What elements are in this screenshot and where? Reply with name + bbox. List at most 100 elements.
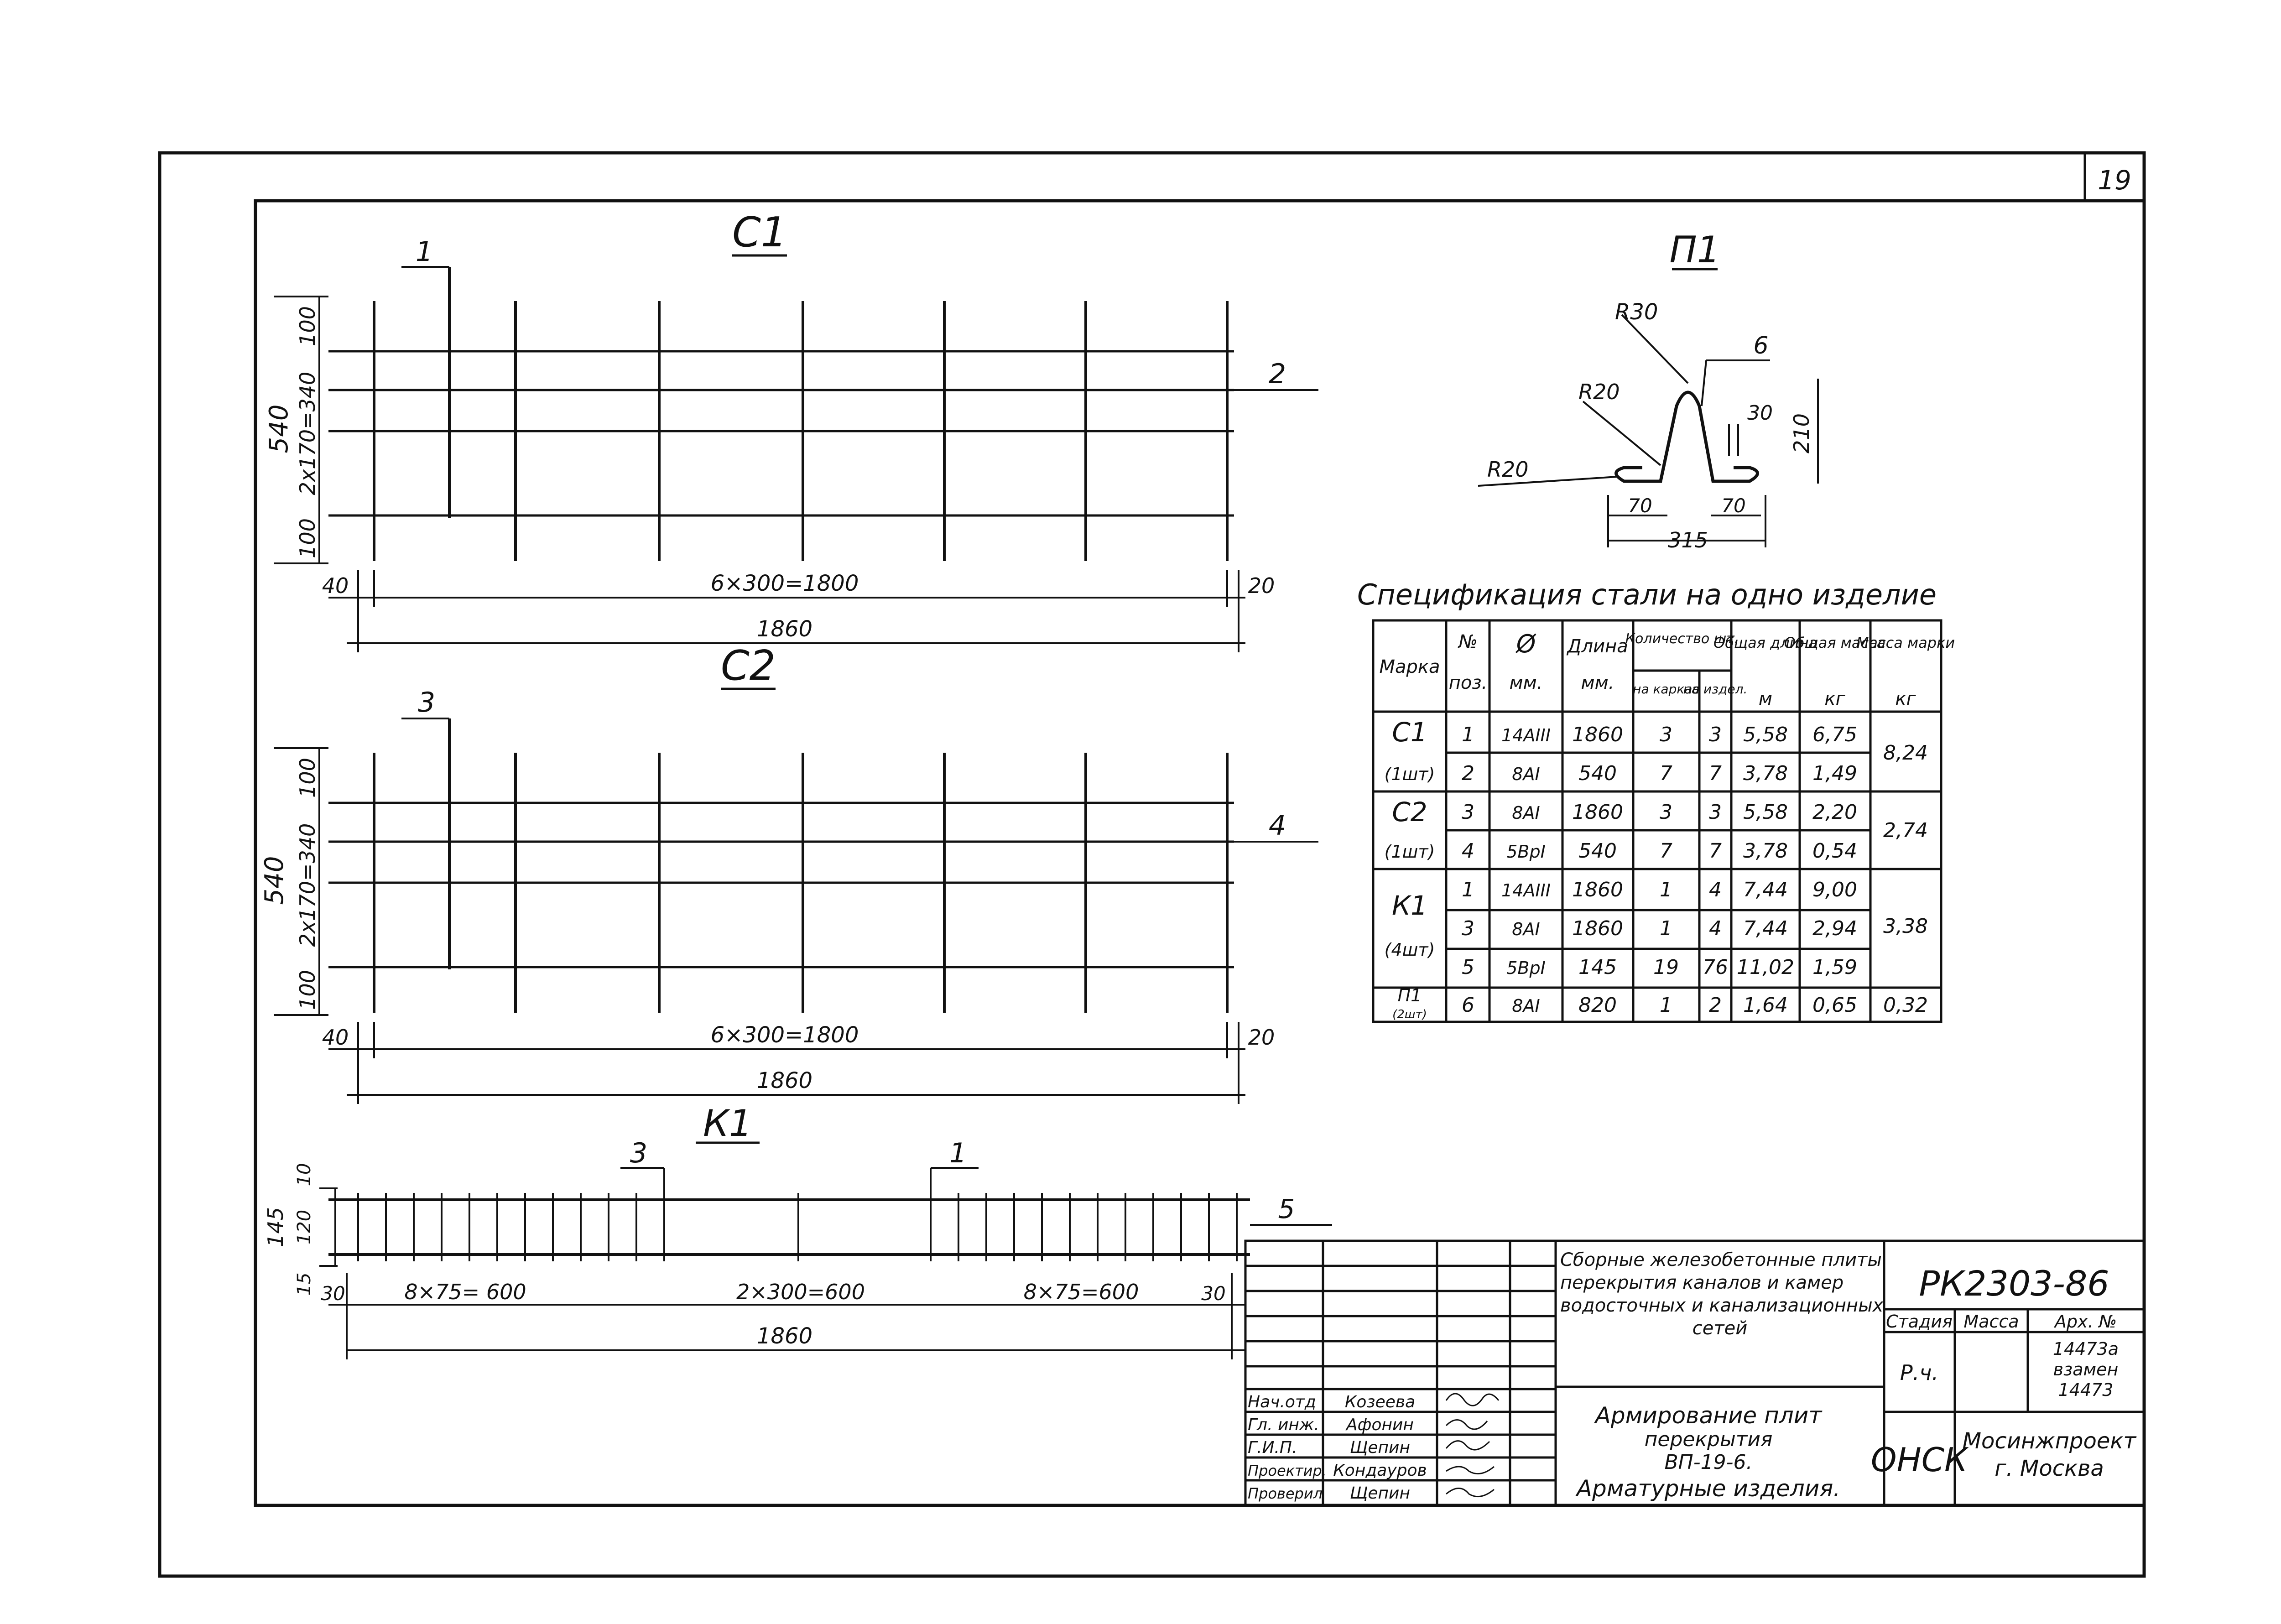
c2-mark: С2	[1392, 796, 1427, 828]
staff-role-1: Гл. инж.	[1248, 1416, 1319, 1434]
k1-r2-tl: 7,44	[1743, 917, 1788, 940]
k1-dim-total-w: 1860	[757, 1323, 812, 1349]
c2-r1-qa: 3	[1660, 801, 1672, 824]
k1-r3-tl: 11,02	[1737, 956, 1794, 979]
k1-r3-tm: 1,59	[1812, 956, 1857, 979]
p1-mass: 0,32	[1883, 994, 1928, 1017]
c1-dim-span: 6×300=1800	[711, 571, 859, 596]
k1-dim-left: 30	[321, 1282, 345, 1305]
k1-r3-len: 145	[1578, 956, 1617, 979]
c2-title: С2	[721, 642, 776, 690]
k1-r1-qa: 1	[1660, 878, 1672, 901]
sheet-title-line-4: Арматурные изделия.	[1575, 1475, 1840, 1502]
c1-r1-len: 1860	[1572, 723, 1623, 746]
sheet-title-line-3: ВП-19-6.	[1665, 1451, 1753, 1474]
doc-code: РК2303-86	[1919, 1263, 2109, 1304]
k1-r3-pos: 5	[1462, 956, 1474, 979]
p1-r1-len: 820	[1578, 994, 1617, 1017]
c1-r1-qb: 3	[1709, 723, 1722, 746]
c2-transverse-bars	[373, 718, 1229, 1013]
c2-r2-qb: 7	[1709, 839, 1722, 863]
frame-k1: К1	[263, 1102, 1332, 1359]
c2-dim-mid: 2х170=340	[295, 823, 320, 947]
c1-dim-mid: 2х170=340	[295, 372, 320, 495]
c2-longitudinal-bars	[328, 802, 1234, 968]
p1-mark: П1	[1398, 985, 1422, 1005]
project-line-4: сетей	[1693, 1318, 1748, 1339]
p1-dim-315: 315	[1668, 528, 1708, 552]
staff-name-0: Козеева	[1345, 1393, 1415, 1411]
p1-r20a: R20	[1578, 380, 1620, 404]
staff-role-4: Проверил	[1248, 1485, 1323, 1502]
k1-r2-tm: 2,94	[1812, 917, 1857, 940]
c1-count: (1шт)	[1385, 764, 1435, 784]
signatures	[1445, 1393, 1500, 1498]
hdr-qty-a: на каркас	[1633, 682, 1699, 697]
k1-dim-right: 30	[1201, 1282, 1225, 1305]
staff-name-1: Афонин	[1345, 1416, 1414, 1434]
k1-dim-seg1: 8×75= 600	[404, 1280, 526, 1304]
staff-role-2: Г.И.П.	[1248, 1438, 1297, 1457]
sheet-number-box	[2083, 151, 2146, 202]
c1-r2-qa: 7	[1660, 762, 1672, 785]
staff-name-2: Щепин	[1350, 1438, 1410, 1457]
c1-dim-right: 20	[1248, 573, 1275, 598]
c1-transverse-bars	[373, 267, 1229, 561]
c2-r2-tl: 3,78	[1743, 839, 1788, 863]
k1-r1-qb: 4	[1709, 878, 1722, 901]
c1-r1-qa: 3	[1660, 723, 1672, 746]
org-line-2: г. Москва	[1995, 1456, 2104, 1481]
hdr-mark: Марка	[1379, 656, 1440, 677]
mass-header: Масса	[1963, 1312, 2019, 1332]
sheet-number: 19	[2098, 165, 2131, 196]
c2-r1-qb: 3	[1709, 801, 1722, 824]
c2-r1-pos: 3	[1462, 801, 1474, 824]
c2-count: (1шт)	[1385, 842, 1435, 862]
hdr-mm1: Масса марки	[1856, 634, 1955, 651]
k1-dim-total-h: 145	[263, 1207, 288, 1247]
k1-r1-tm: 9,00	[1812, 878, 1857, 901]
hdr-len2: мм.	[1581, 672, 1614, 693]
hdr-pos1: №	[1458, 631, 1478, 652]
c1-r2-len: 540	[1578, 762, 1617, 785]
c2-pos-top: 3	[418, 687, 435, 718]
k1-dim-seg2: 2×300=600	[736, 1280, 865, 1304]
c2-r1-len: 1860	[1572, 801, 1623, 824]
p1-r30: R30	[1615, 299, 1658, 325]
staff-name-4: Щепин	[1350, 1484, 1410, 1503]
c1-mass: 8,24	[1883, 741, 1928, 765]
p1-dim-70a: 70	[1628, 494, 1652, 517]
k1-pos-side: 5	[1278, 1193, 1295, 1224]
c1-dim-bottom: 100	[295, 518, 320, 558]
c1-r1-tl: 5,58	[1743, 723, 1788, 746]
k1-count: (4шт)	[1385, 940, 1435, 960]
k1-r2-len: 1860	[1572, 917, 1623, 940]
spec-table: Спецификация стали на одно изделие Марка…	[1357, 578, 1955, 1023]
k1-mass: 3,38	[1883, 915, 1928, 938]
dept-name: ОНСК	[1871, 1441, 1969, 1479]
c2-r2-qa: 7	[1660, 839, 1672, 863]
project-line-1: Сборные железобетонные плиты	[1560, 1249, 1882, 1270]
sheet-title-line-2: перекрытия	[1645, 1428, 1773, 1451]
p1-profile	[1614, 390, 1759, 483]
k1-r1-dia: 14АIII	[1501, 880, 1551, 900]
inner-frame	[254, 199, 2146, 1507]
c2-r1-tm: 2,20	[1812, 801, 1857, 824]
org-line-1: Мосинжпроект	[1963, 1428, 2137, 1454]
p1-dim-210: 210	[1789, 413, 1814, 453]
c2-dim-bottom: 100	[295, 970, 320, 1010]
p1-r1-qb: 2	[1709, 994, 1722, 1017]
p1-title: П1	[1669, 229, 1720, 271]
p1-r1-tm: 0,65	[1812, 994, 1857, 1017]
arch-no-3: 14473	[2058, 1380, 2114, 1400]
k1-dim-mid: 120	[294, 1210, 315, 1244]
k1-r1-tl: 7,44	[1743, 878, 1788, 901]
hdr-pos2: поз.	[1449, 672, 1488, 693]
k1-mark: К1	[1392, 890, 1427, 921]
k1-r3-dia: 5ВрI	[1506, 958, 1546, 978]
c2-r2-tm: 0,54	[1812, 839, 1857, 863]
c1-r2-dia: 8АI	[1512, 764, 1540, 784]
hdr-mass2: кг	[1824, 688, 1845, 709]
k1-dim-top: 10	[294, 1163, 315, 1187]
